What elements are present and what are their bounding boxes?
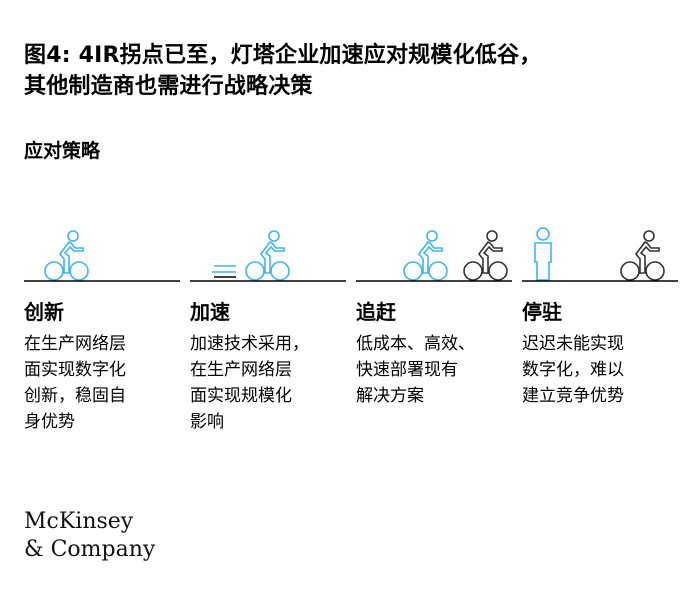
- standing-person-icon: [522, 227, 678, 282]
- title-line-2: 其他制造商也需进行战略决策: [24, 74, 313, 99]
- strategy-stall: 停驻 迟迟未能实现数字化，难以建立竞争优势: [522, 220, 678, 409]
- logo-line-1: McKinsey: [24, 509, 134, 534]
- strategy-heading: 加速: [190, 300, 230, 324]
- strategy-description: 低成本、高效、快速部署现有解决方案: [356, 334, 475, 406]
- title-line-1: 图4: 4IR拐点已至，灯塔企业加速应对规模化低谷，: [24, 43, 542, 68]
- strategy-accelerate: 加速 加速技术采用，在生产网络层面实现规模化影响: [190, 220, 346, 435]
- logo-line-2: & Company: [24, 537, 156, 562]
- strategy-description: 在生产网络层面实现数字化创新，稳固自身优势: [24, 334, 126, 432]
- mckinsey-logo: McKinsey & Company: [24, 508, 155, 564]
- strategy-heading: 创新: [24, 300, 64, 324]
- cyclist-icon: [24, 230, 180, 282]
- strategy-heading: 追赶: [356, 300, 396, 324]
- figure-title: 图4: 4IR拐点已至，灯塔企业加速应对规模化低谷， 其他制造商也需进行战略决策: [24, 40, 541, 102]
- strategy-description: 迟迟未能实现数字化，难以建立竞争优势: [522, 334, 624, 406]
- strategy-innovate: 创新 在生产网络层面实现数字化创新，稳固自身优势: [24, 220, 180, 435]
- chasing-cyclists-icon: [356, 230, 512, 282]
- strategy-catch-up: 追赶 低成本、高效、快速部署现有解决方案: [356, 220, 512, 409]
- strategy-description: 加速技术采用，在生产网络层面实现规模化影响: [190, 334, 309, 432]
- speeding-cyclist-icon: [190, 230, 346, 282]
- section-subtitle: 应对策略: [24, 140, 101, 162]
- strategy-heading: 停驻: [522, 300, 562, 324]
